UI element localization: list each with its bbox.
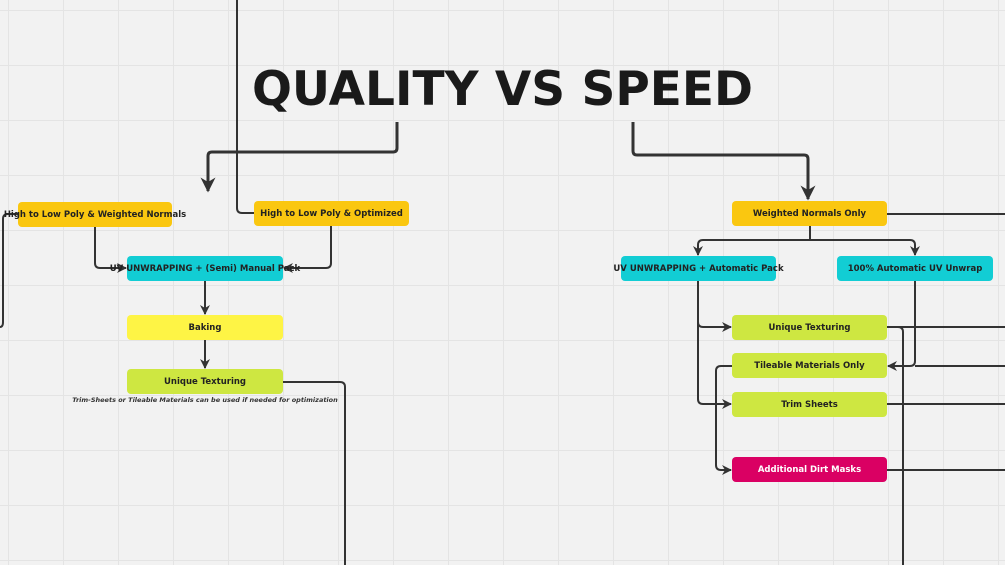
connector [0, 213, 18, 328]
node-weighted-normals-only[interactable]: Weighted Normals Only [732, 201, 887, 226]
connector [810, 239, 920, 256]
connector [715, 365, 732, 475]
connector [283, 381, 346, 565]
node-uv-automatic-pack[interactable]: UV UNWRAPPING + Automatic Pack [613, 256, 784, 281]
page-title: QUALITY VS SPEED [251, 62, 754, 117]
node-unique-texturing-speed[interactable]: Unique Texturing [732, 315, 887, 340]
connector [693, 226, 811, 256]
node-unique-texturing-quality[interactable]: Unique Texturing [127, 369, 283, 394]
connector [631, 122, 816, 201]
node-dirt-masks[interactable]: Additional Dirt Masks [732, 457, 887, 482]
connector [887, 326, 904, 565]
node-trim-sheets[interactable]: Trim Sheets [732, 392, 887, 417]
optimization-note: Trim-Sheets or Tileable Materials can be… [72, 396, 338, 404]
node-high-to-low-optimized[interactable]: High to Low Poly & Optimized [254, 201, 409, 226]
connector [236, 0, 254, 214]
node-tileable-materials[interactable]: Tileable Materials Only [732, 353, 887, 378]
connector [887, 281, 916, 371]
node-automatic-uv-unwrap[interactable]: 100% Automatic UV Unwrap [837, 256, 993, 281]
node-high-to-low-weighted-normals[interactable]: High to Low Poly & Weighted Normals [4, 202, 186, 227]
connector [697, 281, 732, 409]
connector [697, 321, 732, 332]
connector [200, 122, 399, 193]
node-uv-manual-pack[interactable]: UV UNWRAPPING + (Semi) Manual Pack [110, 256, 300, 281]
connector [94, 226, 127, 273]
node-baking[interactable]: Baking [127, 315, 283, 340]
connector [283, 226, 332, 273]
